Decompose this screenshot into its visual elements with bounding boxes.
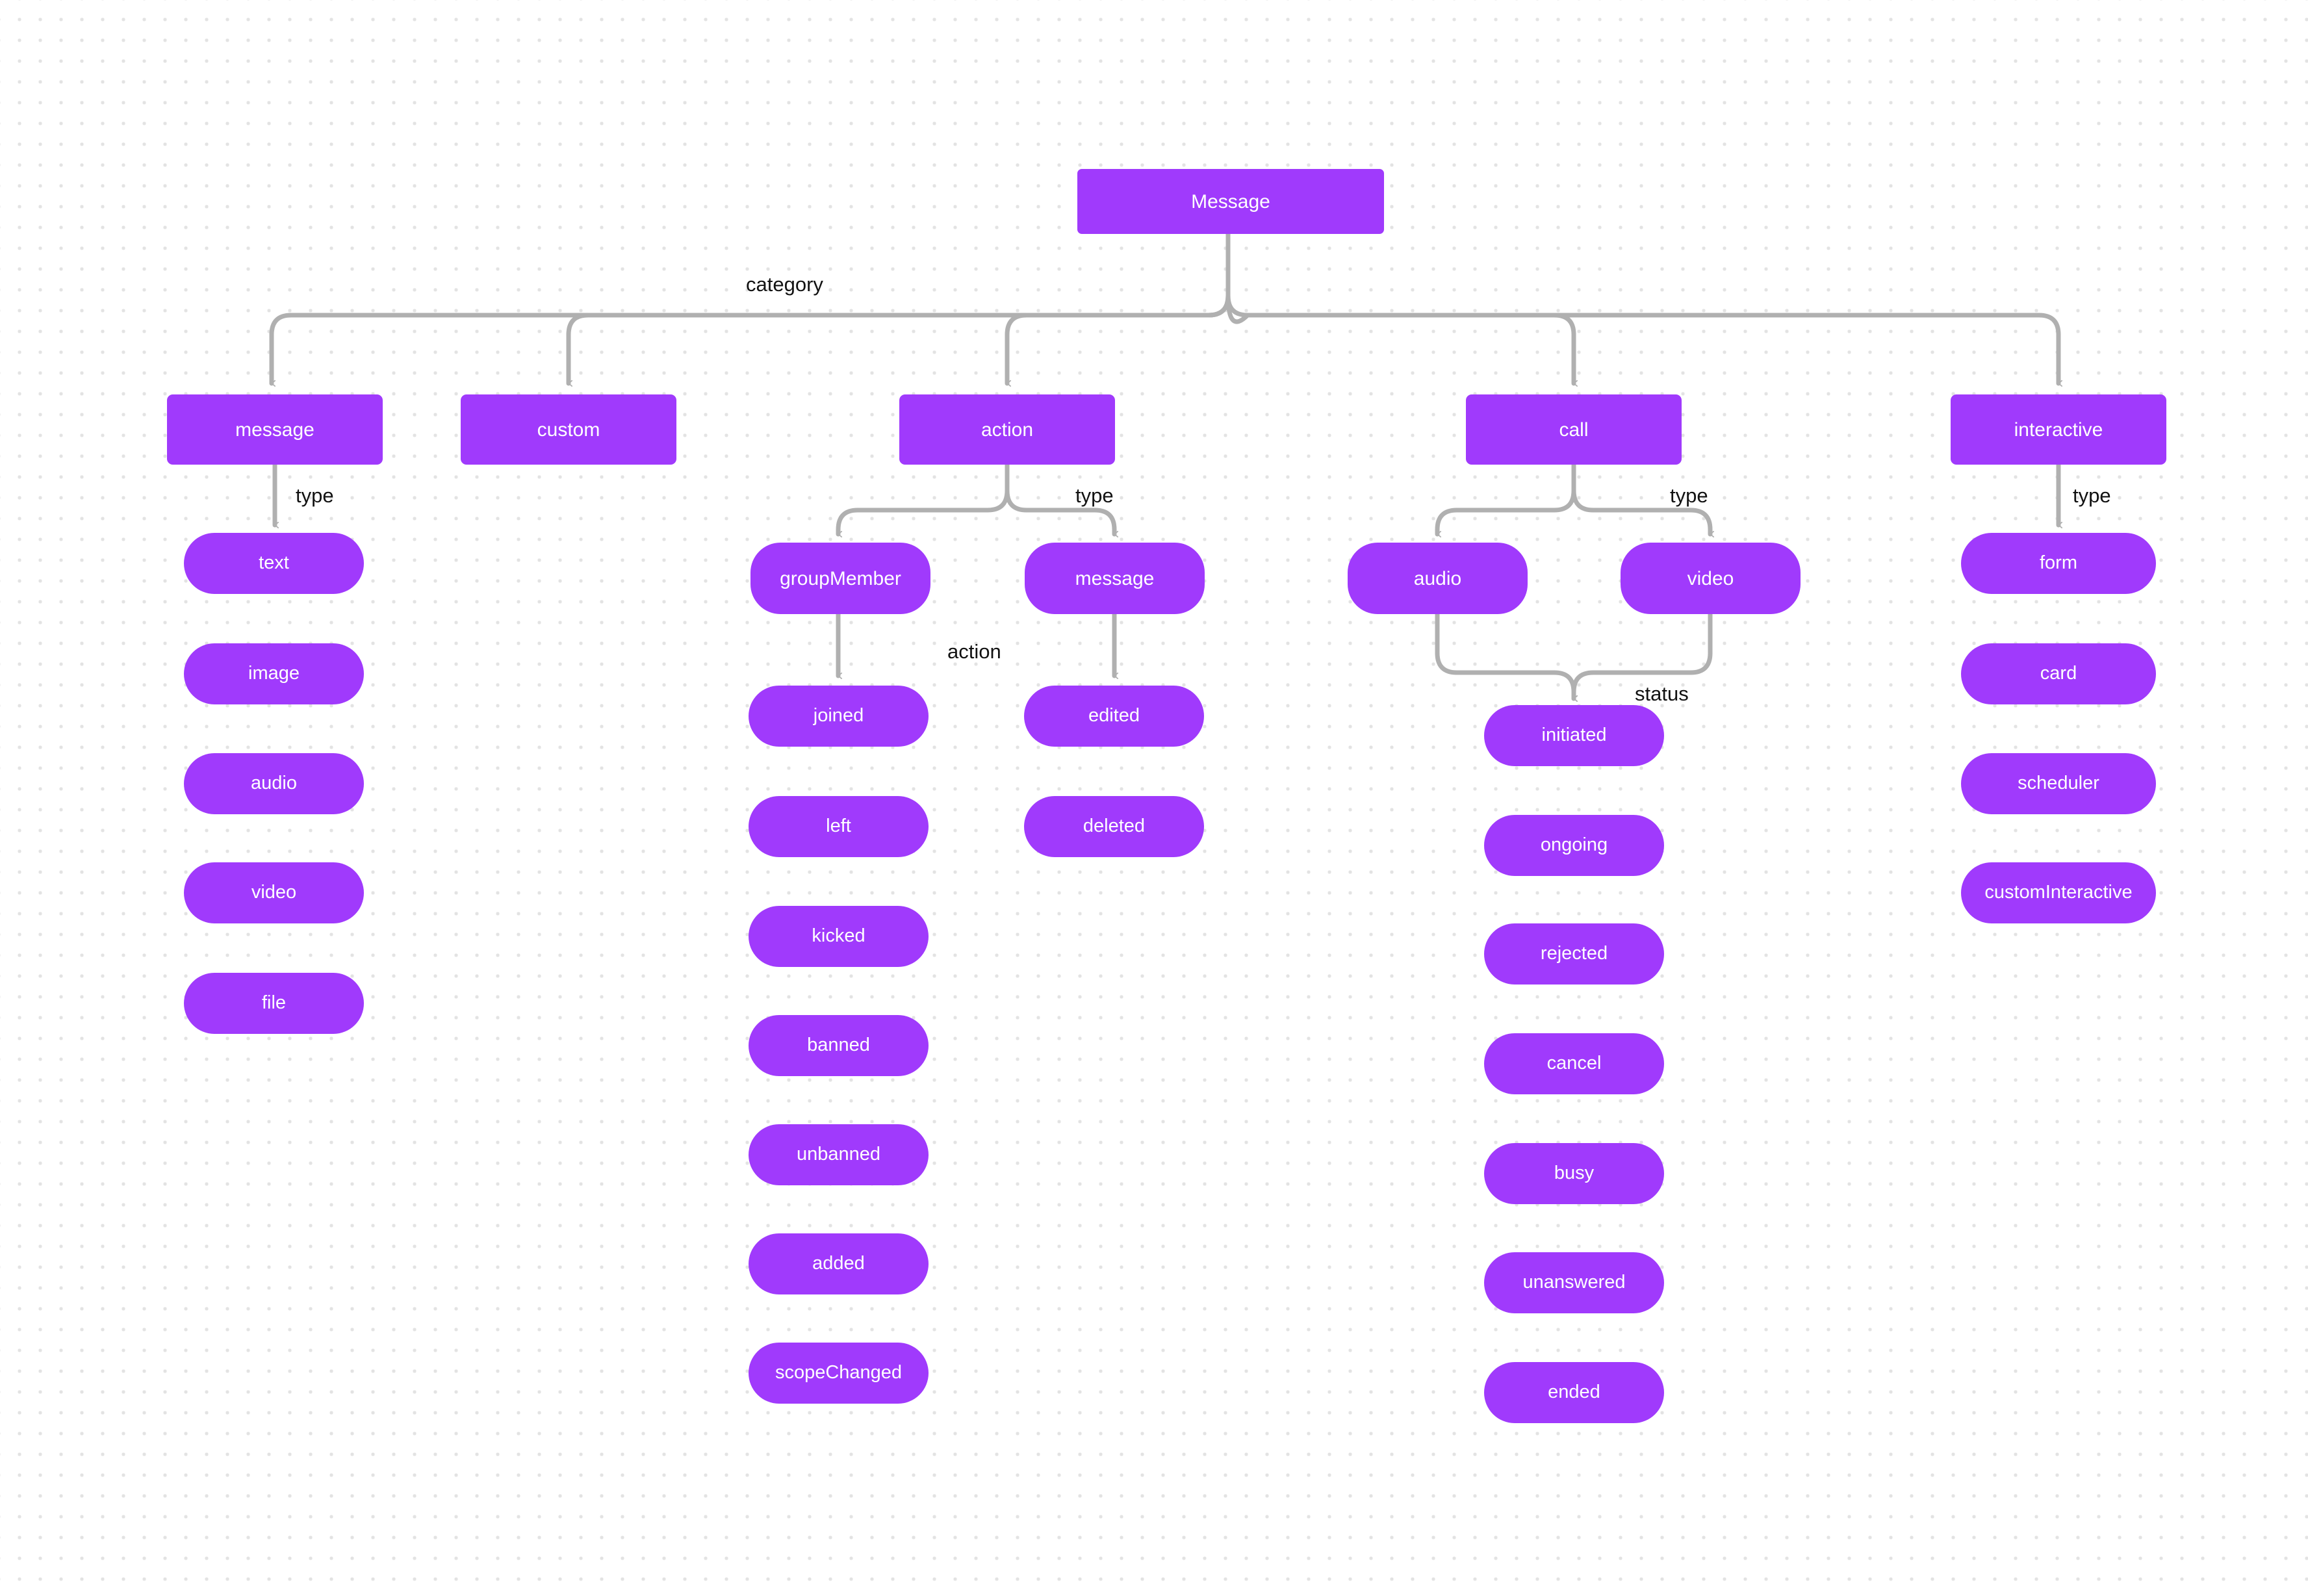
- node-root-message[interactable]: Message: [1077, 169, 1384, 234]
- node-message-action-deleted[interactable]: deleted: [1024, 796, 1204, 857]
- node-groupmember-action-unbanned[interactable]: unbanned: [749, 1124, 929, 1185]
- node-category-interactive[interactable]: interactive: [1951, 394, 2166, 465]
- node-call-status-cancel[interactable]: cancel: [1484, 1033, 1664, 1094]
- node-category-message[interactable]: message: [167, 394, 383, 465]
- edge-label-type-action: type: [1075, 484, 1114, 507]
- node-call-status-ongoing[interactable]: ongoing: [1484, 815, 1664, 876]
- edge-label-action: action: [947, 640, 1001, 663]
- node-call-type-video[interactable]: video: [1621, 543, 1801, 614]
- node-category-action[interactable]: action: [899, 394, 1115, 465]
- node-interactive-type-form[interactable]: form: [1961, 533, 2156, 594]
- node-groupmember-action-added[interactable]: added: [749, 1233, 929, 1294]
- edge-label-type-message: type: [296, 484, 334, 507]
- node-message-type-text[interactable]: text: [184, 533, 364, 594]
- node-call-status-rejected[interactable]: rejected: [1484, 923, 1664, 985]
- node-message-type-image[interactable]: image: [184, 643, 364, 704]
- node-action-type-message[interactable]: message: [1025, 543, 1205, 614]
- node-call-status-busy[interactable]: busy: [1484, 1143, 1664, 1204]
- edge-label-type-call: type: [1670, 484, 1708, 507]
- node-message-type-file[interactable]: file: [184, 973, 364, 1034]
- node-interactive-type-card[interactable]: card: [1961, 643, 2156, 704]
- node-message-type-video[interactable]: video: [184, 862, 364, 923]
- edge-label-category: category: [746, 273, 823, 296]
- node-message-type-audio[interactable]: audio: [184, 753, 364, 814]
- node-category-custom[interactable]: custom: [461, 394, 676, 465]
- node-groupmember-action-joined[interactable]: joined: [749, 686, 929, 747]
- node-groupmember-action-scopechanged[interactable]: scopeChanged: [749, 1343, 929, 1404]
- node-groupmember-action-left[interactable]: left: [749, 796, 929, 857]
- node-category-call[interactable]: call: [1466, 394, 1682, 465]
- node-call-status-initiated[interactable]: initiated: [1484, 705, 1664, 766]
- edge-label-status: status: [1635, 682, 1689, 705]
- node-call-status-unanswered[interactable]: unanswered: [1484, 1252, 1664, 1313]
- node-action-type-groupmember[interactable]: groupMember: [750, 543, 930, 614]
- node-groupmember-action-banned[interactable]: banned: [749, 1015, 929, 1076]
- edge-label-type-interactive: type: [2073, 484, 2111, 507]
- node-interactive-type-scheduler[interactable]: scheduler: [1961, 753, 2156, 814]
- node-message-action-edited[interactable]: edited: [1024, 686, 1204, 747]
- node-call-status-ended[interactable]: ended: [1484, 1362, 1664, 1423]
- node-call-type-audio[interactable]: audio: [1348, 543, 1528, 614]
- node-interactive-type-custominteractive[interactable]: customInteractive: [1961, 862, 2156, 923]
- node-groupmember-action-kicked[interactable]: kicked: [749, 906, 929, 967]
